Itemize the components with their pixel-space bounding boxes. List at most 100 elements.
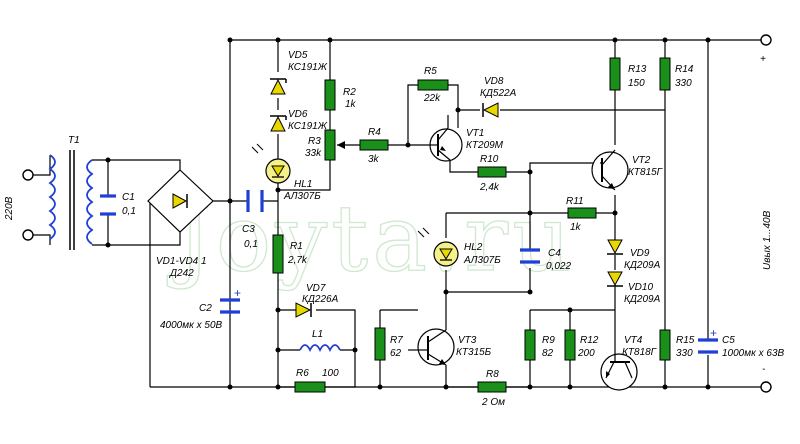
value-r2: 1k — [345, 99, 357, 110]
label-r15: R15 — [676, 335, 695, 346]
input-terminal-1 — [22, 169, 34, 181]
label-r1: R1 — [290, 241, 303, 252]
label-r14: R14 — [675, 64, 694, 75]
led-hl2 — [417, 227, 459, 267]
label-c1: C1 — [122, 192, 135, 203]
value-r10: 2,4k — [479, 182, 500, 193]
resistor-r5 — [417, 79, 449, 91]
value-hl2: АЛ307Б — [463, 255, 501, 266]
label-vd7: VD7 — [306, 283, 326, 294]
label-r12: R12 — [580, 335, 599, 346]
r3-wiper — [337, 141, 345, 149]
label-vd5: VD5 — [288, 50, 308, 61]
label-c4: C4 — [548, 248, 561, 259]
value-hl1: АЛ307Б — [283, 191, 321, 202]
zener-vd6 — [270, 115, 287, 132]
c5-plus-sign: + — [710, 326, 717, 340]
resistor-r2 — [324, 79, 336, 111]
label-r3: R3 — [308, 136, 321, 147]
resistor-r15 — [659, 329, 671, 361]
value-r13: 150 — [628, 78, 645, 89]
resistor-r9 — [524, 329, 536, 361]
resistor-r8 — [477, 381, 507, 393]
resistor-r12 — [564, 329, 576, 361]
value-r8: 2 Ом — [481, 397, 505, 408]
label-r10: R10 — [480, 154, 499, 165]
junctions — [105, 37, 711, 390]
transistor-vt2 — [591, 149, 629, 191]
diode-vd10 — [607, 271, 623, 287]
label-r11: R11 — [566, 196, 584, 207]
value-vd9: КД209А — [624, 260, 661, 271]
value-vt3: КТ315Б — [456, 347, 492, 358]
output-voltage-label: Uвых 1...40В — [762, 210, 773, 270]
value-vd7: КД226А — [302, 294, 339, 305]
value-vd10: КД209А — [624, 294, 661, 305]
label-hl1: HL1 — [294, 179, 312, 190]
label-l1: L1 — [312, 329, 323, 340]
label-vt2: VT2 — [632, 155, 651, 166]
transistor-vt4 — [600, 353, 638, 391]
value-r1: 2,7k — [287, 255, 308, 266]
minus-sign: - — [762, 364, 766, 375]
diode-vd9 — [607, 239, 623, 255]
label-r8: R8 — [486, 369, 499, 380]
label-vt4: VT4 — [624, 335, 643, 346]
value-r15: 330 — [676, 348, 693, 359]
resistor-r14 — [659, 57, 671, 91]
output-terminal-plus — [760, 34, 772, 46]
resistor-r11 — [567, 207, 597, 219]
label-vd8: VD8 — [484, 76, 504, 87]
label-vt1: VT1 — [466, 128, 484, 139]
label-vt3: VT3 — [458, 335, 477, 346]
value-vd6: КС191Ж — [288, 121, 328, 132]
watermark: Joyta.ru — [167, 185, 576, 292]
output-terminal-minus — [760, 381, 772, 393]
label-c5: C5 — [722, 335, 735, 346]
value-r9: 82 — [542, 348, 554, 359]
label-r4: R4 — [368, 127, 381, 138]
value-r5: 22k — [423, 93, 441, 104]
label-r9: R9 — [542, 335, 555, 346]
value-vd1-vd4: Д242 — [169, 268, 194, 279]
label-hl2: HL2 — [464, 242, 483, 253]
label-c2: C2 — [199, 303, 212, 314]
input-voltage-label: 220В — [4, 196, 15, 221]
value-r14: 330 — [675, 78, 692, 89]
label-r13: R13 — [628, 64, 647, 75]
value-c2: 4000мк x 50В — [160, 320, 223, 331]
bridge-rectifier — [147, 169, 214, 233]
label-vd1-vd4: VD1-VD4 1 — [156, 256, 207, 267]
value-r12: 200 — [577, 348, 595, 359]
potentiometer-r3 — [324, 129, 336, 161]
diode-vd8 — [482, 102, 499, 118]
label-r5: R5 — [424, 66, 437, 77]
resistor-r1 — [272, 234, 284, 274]
diode-vd7 — [295, 302, 312, 318]
value-r6: 100 — [322, 368, 339, 379]
value-vt4: КТ818Г — [622, 347, 658, 358]
label-r2: R2 — [343, 87, 356, 98]
value-r4: 3k — [368, 154, 380, 165]
value-c4: 0,022 — [546, 261, 571, 272]
value-vd5: КС191Ж — [288, 62, 328, 73]
value-vd8: КД522А — [480, 88, 517, 99]
transformer-t1 — [48, 150, 94, 250]
value-r7: 62 — [390, 348, 402, 359]
zener-vd5 — [270, 78, 287, 95]
label-vd9: VD9 — [630, 248, 650, 259]
label-t1: T1 — [68, 135, 80, 146]
label-c3: C3 — [242, 224, 255, 235]
value-vt2: КТ815Г — [628, 167, 664, 178]
value-c3: 0,1 — [244, 239, 258, 250]
transistor-vt1 — [429, 127, 463, 162]
resistor-r7 — [374, 327, 386, 361]
label-r7: R7 — [390, 335, 403, 346]
plus-sign: + — [760, 54, 766, 65]
resistor-r13 — [609, 57, 621, 91]
resistor-r6 — [294, 381, 326, 393]
value-c1: 0,1 — [122, 206, 136, 217]
value-c5: 1000мк x 63В — [722, 348, 785, 359]
